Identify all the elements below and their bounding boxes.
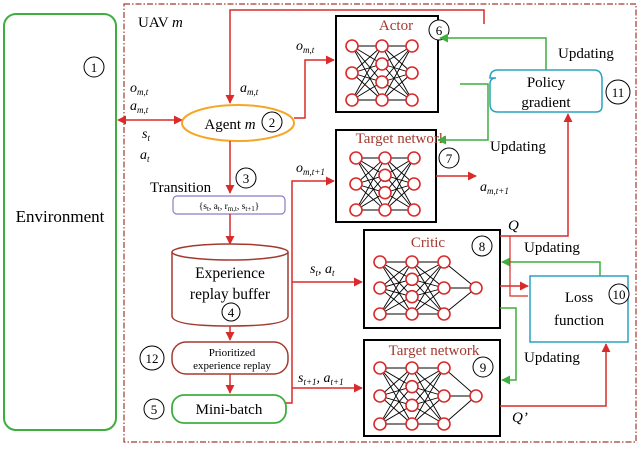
critic-to-policy-q-arrow — [500, 113, 573, 237]
target-actor-number: 7 — [446, 151, 453, 166]
agent-label: Agent m — [204, 117, 255, 133]
loss-to-critic-update-arrow — [501, 257, 601, 276]
signal-q-prime: Q’ — [512, 410, 528, 426]
target-critic-block: Target network 9 — [363, 339, 501, 437]
loss-line1: Loss — [565, 290, 594, 306]
signal-s-t-left: st — [142, 127, 150, 143]
environment-number: 1 — [91, 60, 98, 75]
critic-label: Critic — [411, 235, 446, 251]
policy-gradient-block: Policy gradient 11 — [489, 69, 631, 113]
signal-a-t-left: at — [140, 148, 150, 164]
uav-region — [123, 3, 637, 443]
critic-q-to-loss-arrow — [509, 236, 528, 297]
buffer-line1: Experience — [195, 265, 265, 282]
prioritized-line2: experience replay — [193, 360, 271, 372]
loss-line2: function — [554, 313, 604, 329]
agent-block: Agent m 2 — [181, 104, 295, 142]
policy-line2: gradient — [521, 95, 571, 111]
actor-to-target-actor-update-arrow — [437, 83, 489, 145]
critic-number: 8 — [479, 239, 486, 254]
signal-o-mt-left: om,t — [130, 81, 149, 97]
target-critic-label: Target network — [389, 343, 480, 359]
agent-to-actor-arrow — [294, 55, 335, 119]
minibatch-block: Mini-batch 5 — [143, 394, 287, 424]
buffer-line2: replay buffer — [190, 286, 271, 303]
signal-q: Q — [508, 218, 519, 234]
environment-label: Environment — [16, 207, 105, 226]
updating-label-3: Updating — [524, 240, 580, 256]
policy-line1: Policy — [527, 75, 566, 91]
actor-block: Actor 6 — [335, 15, 450, 113]
actor-neural-network-icon — [345, 39, 419, 107]
signal-a-mt1: am,t+1 — [480, 180, 509, 196]
prioritized-line1: Prioritized — [209, 347, 256, 359]
environment-block: Environment 1 — [3, 13, 117, 431]
target-critic-to-loss-qprime-arrow — [500, 343, 611, 407]
transition-tuple-block: {st, at, rm,t, st+1} — [172, 195, 286, 215]
prioritized-replay-block: Prioritized experience replay 12 — [139, 341, 289, 375]
prioritized-number: 12 — [146, 351, 159, 366]
loss-number: 10 — [613, 287, 626, 302]
uav-label: UAV m — [138, 15, 183, 31]
transition-label: Transition — [150, 180, 212, 196]
target-critic-number: 9 — [480, 360, 487, 375]
critic-to-target-critic-update-arrow — [500, 307, 517, 385]
updating-label-2: Updating — [490, 139, 546, 155]
updating-label-4: Updating — [524, 350, 580, 366]
loss-function-block: Loss function 10 — [529, 275, 630, 343]
actor-label: Actor — [379, 18, 413, 34]
minibatch-to-target-actor-arrow — [286, 176, 335, 404]
agent-number: 2 — [269, 115, 276, 130]
signal-o-mt1: om,t+1 — [296, 161, 325, 177]
critic-neural-network-icon — [373, 255, 483, 321]
target-actor-neural-network-icon — [349, 151, 421, 217]
updating-label-1: Updating — [558, 46, 614, 62]
target-critic-neural-network-icon — [373, 361, 483, 431]
signal-st1-at1: st+1, at+1 — [298, 371, 344, 387]
transition-tuple: {st, at, rm,t, st+1} — [199, 202, 260, 213]
signal-a-mt-top: am,t — [240, 81, 259, 97]
minibatch-label: Mini-batch — [196, 402, 263, 418]
signal-st-at: st, at — [310, 262, 335, 278]
transition-number: 3 — [243, 171, 250, 186]
signal-o-mt-top: om,t — [296, 39, 315, 55]
minibatch-number: 5 — [151, 402, 158, 417]
signal-a-mt-left: am,t — [130, 99, 149, 115]
policy-to-actor-update-arrow — [439, 33, 547, 70]
critic-block: Critic 8 — [363, 229, 501, 329]
target-actor-label: Target network — [356, 131, 447, 147]
buffer-number: 4 — [228, 305, 235, 320]
actor-number: 6 — [436, 23, 443, 38]
target-actor-block: Target network 7 — [335, 129, 460, 223]
actor-to-agent-arrow — [225, 9, 485, 104]
policy-number: 11 — [612, 85, 625, 100]
replay-buffer-block: Experience replay buffer 4 — [171, 243, 289, 327]
